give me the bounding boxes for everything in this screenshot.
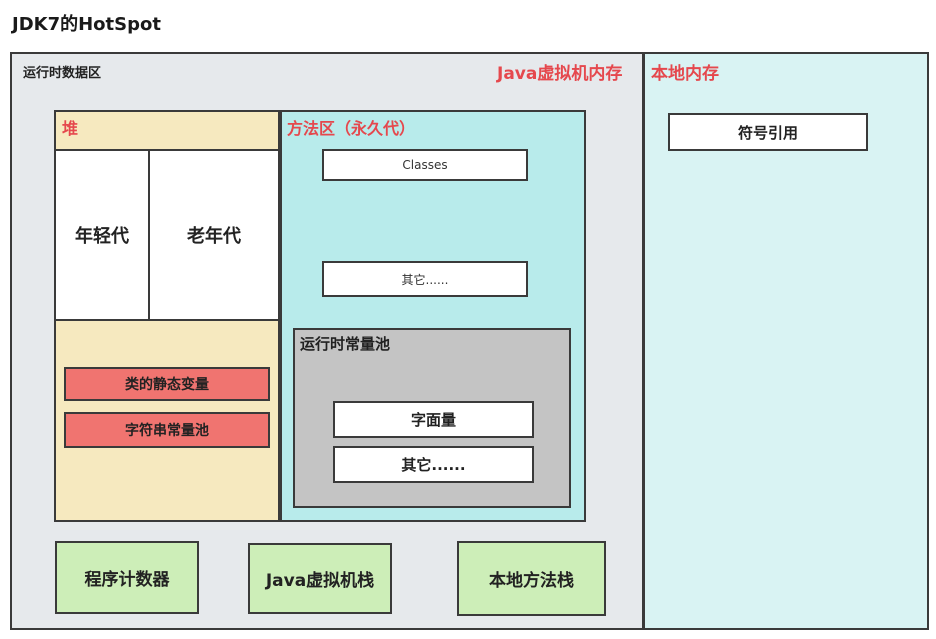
young-generation-box: 年轻代 xyxy=(54,149,150,321)
symbol-references-box: 符号引用 xyxy=(668,113,868,151)
native-method-stack-box: 本地方法栈 xyxy=(457,541,606,616)
method-area-other-box: 其它...... xyxy=(322,261,528,297)
program-counter-box: 程序计数器 xyxy=(55,541,199,614)
static-variables-box: 类的静态变量 xyxy=(64,367,270,401)
constant-pool-other-box: 其它...... xyxy=(333,446,534,483)
runtime-data-area-label: 运行时数据区 xyxy=(23,66,102,81)
old-generation-box: 老年代 xyxy=(148,149,280,321)
classes-box: Classes xyxy=(322,149,528,181)
page-title: JDK7的HotSpot xyxy=(12,14,161,35)
native-memory-label: 本地内存 xyxy=(651,64,719,84)
runtime-constant-pool-label: 运行时常量池 xyxy=(300,335,391,353)
heap-label: 堆 xyxy=(62,119,79,138)
jvm-memory-label: Java虚拟机内存 xyxy=(497,64,623,84)
string-constant-pool-box: 字符串常量池 xyxy=(64,412,270,448)
method-area-label: 方法区（永久代） xyxy=(287,119,416,138)
literals-box: 字面量 xyxy=(333,401,534,438)
java-vm-stack-box: Java虚拟机栈 xyxy=(248,543,392,614)
